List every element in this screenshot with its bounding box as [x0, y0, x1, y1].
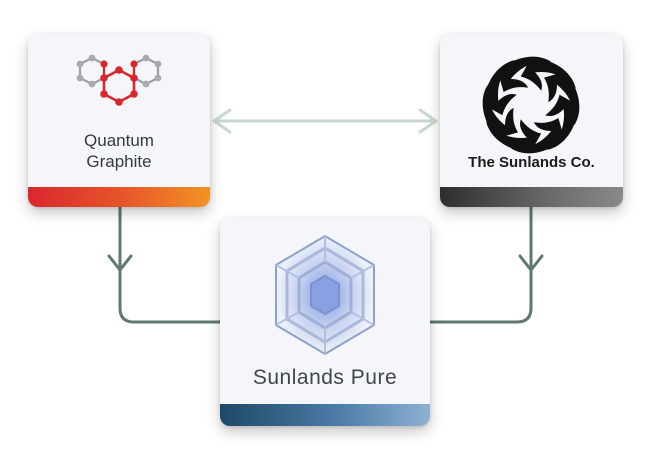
quantum-graphite-label-line1: Quantum: [84, 131, 154, 150]
sunlands-pure-logo: [275, 234, 375, 356]
sunlands-pure-label: Sunlands Pure: [252, 366, 398, 389]
connector-left: [107, 205, 224, 324]
sunlands-co-logo: [482, 56, 580, 154]
sunlands-co-accent-bar: [440, 187, 623, 207]
arrowhead-right: [518, 254, 544, 272]
quantum-graphite-accent-bar: [28, 187, 210, 207]
quantum-graphite-card: Quantum Graphite: [28, 34, 210, 207]
sunlands-pure-card: Sunlands Pure: [220, 218, 430, 426]
quantum-graphite-logo: [76, 54, 162, 106]
sunlands-co-label: The Sunlands Co.: [468, 154, 595, 171]
quantum-graphite-label: Quantum Graphite: [28, 130, 210, 172]
bidirectional-arrow: [212, 108, 438, 134]
arrowhead-left: [107, 254, 133, 272]
connector-right: [426, 205, 544, 324]
sunlands-co-card: The Sunlands Co.: [440, 34, 623, 207]
quantum-graphite-label-line2: Graphite: [86, 152, 152, 171]
sunlands-pure-accent-bar: [220, 404, 430, 426]
